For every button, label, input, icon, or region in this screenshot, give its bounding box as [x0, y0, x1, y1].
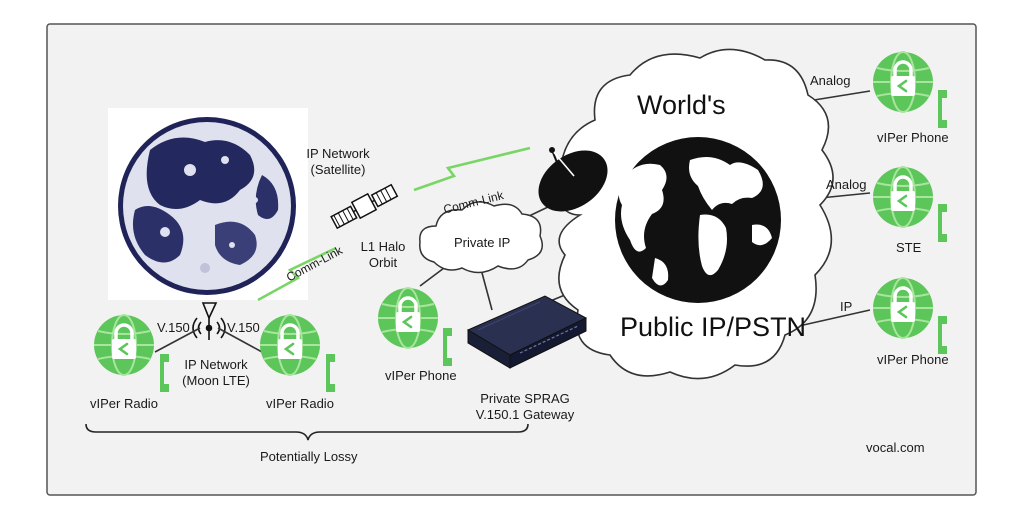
- satellite-icon: [330, 183, 399, 230]
- lossy-bracket: [85, 423, 529, 441]
- right-link-label-1: Analog: [810, 73, 851, 88]
- right-device-label-3: vIPer Phone: [877, 352, 949, 367]
- comm-link-lines: [257, 146, 531, 302]
- left-phone-label: vIPer Phone: [385, 368, 457, 383]
- right-link-label-3: IP: [840, 299, 853, 314]
- right-link-label-2: Analog: [826, 177, 867, 192]
- satellite-orbit-label: L1 Halo Orbit: [360, 239, 406, 270]
- gateway-label: Private SPRAG V.150.1 Gateway: [475, 391, 575, 422]
- moon-image: [108, 108, 308, 300]
- world-map-icon: [615, 137, 781, 303]
- satellite-network-label: IP Network (Satellite): [306, 146, 370, 177]
- gateway-device: [466, 295, 588, 369]
- moon-network-label: IP Network (Moon LTE): [182, 357, 250, 388]
- cloud-title-top: World's: [637, 90, 726, 120]
- private-ip-cloud: [419, 201, 543, 274]
- cloud-title-bottom: Public IP/PSTN: [620, 312, 807, 342]
- right-device-label-1: vIPer Phone: [877, 130, 949, 145]
- right-device-label-2: STE: [896, 240, 922, 255]
- protocol-label-right: V.150: [227, 320, 260, 335]
- private-ip-label: Private IP: [454, 235, 511, 250]
- protocol-label-left: V.150: [157, 320, 190, 335]
- credit-label: vocal.com: [866, 440, 925, 455]
- bracket-label: Potentially Lossy: [260, 449, 358, 464]
- radio-label-left: vIPer Radio: [90, 396, 158, 411]
- satellite-dish-icon: [538, 147, 608, 212]
- radio-label-right: vIPer Radio: [266, 396, 334, 411]
